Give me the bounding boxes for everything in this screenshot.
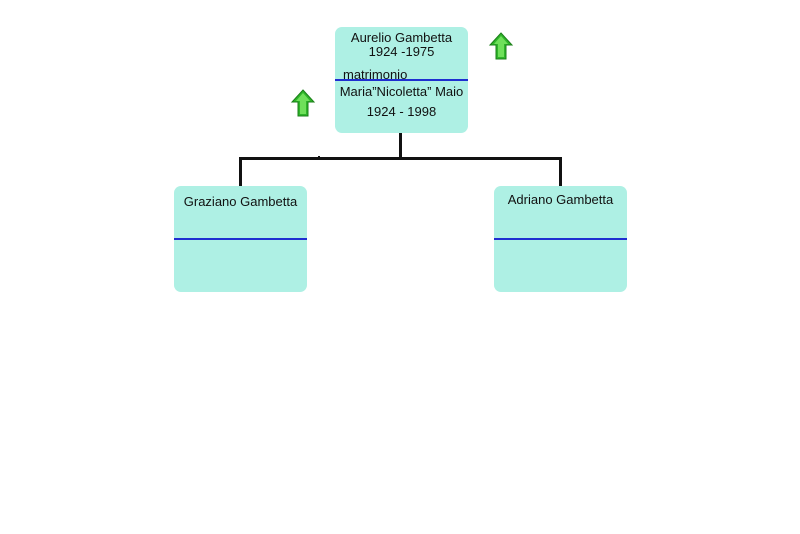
root-couple-node[interactable]: Aurelio Gambetta 1924 -1975 matrimonio M… (335, 27, 468, 133)
connector-root-down (399, 133, 402, 159)
connector-mark (318, 156, 320, 158)
root-separator (335, 79, 468, 81)
connector-left-down (239, 157, 242, 187)
child-name: Graziano Gambetta (183, 194, 298, 209)
child-node-graziano[interactable]: Graziano Gambetta (174, 186, 307, 292)
root-name: Aurelio Gambetta (350, 30, 453, 45)
up-arrow-icon[interactable] (488, 31, 514, 61)
child-node-adriano[interactable]: Adriano Gambetta (494, 186, 627, 292)
spouse-dates: 1924 - 1998 (366, 104, 437, 119)
child-name: Adriano Gambetta (507, 192, 614, 207)
child-separator (174, 238, 307, 240)
spouse-name: Maria”Nicoletta” Maio (339, 84, 464, 99)
child-separator (494, 238, 627, 240)
connector-right-down (559, 157, 562, 187)
up-arrow-icon[interactable] (290, 88, 316, 118)
connector-horizontal (239, 157, 562, 160)
marriage-label: matrimonio (343, 67, 408, 82)
root-dates: 1924 -1975 (368, 44, 435, 59)
